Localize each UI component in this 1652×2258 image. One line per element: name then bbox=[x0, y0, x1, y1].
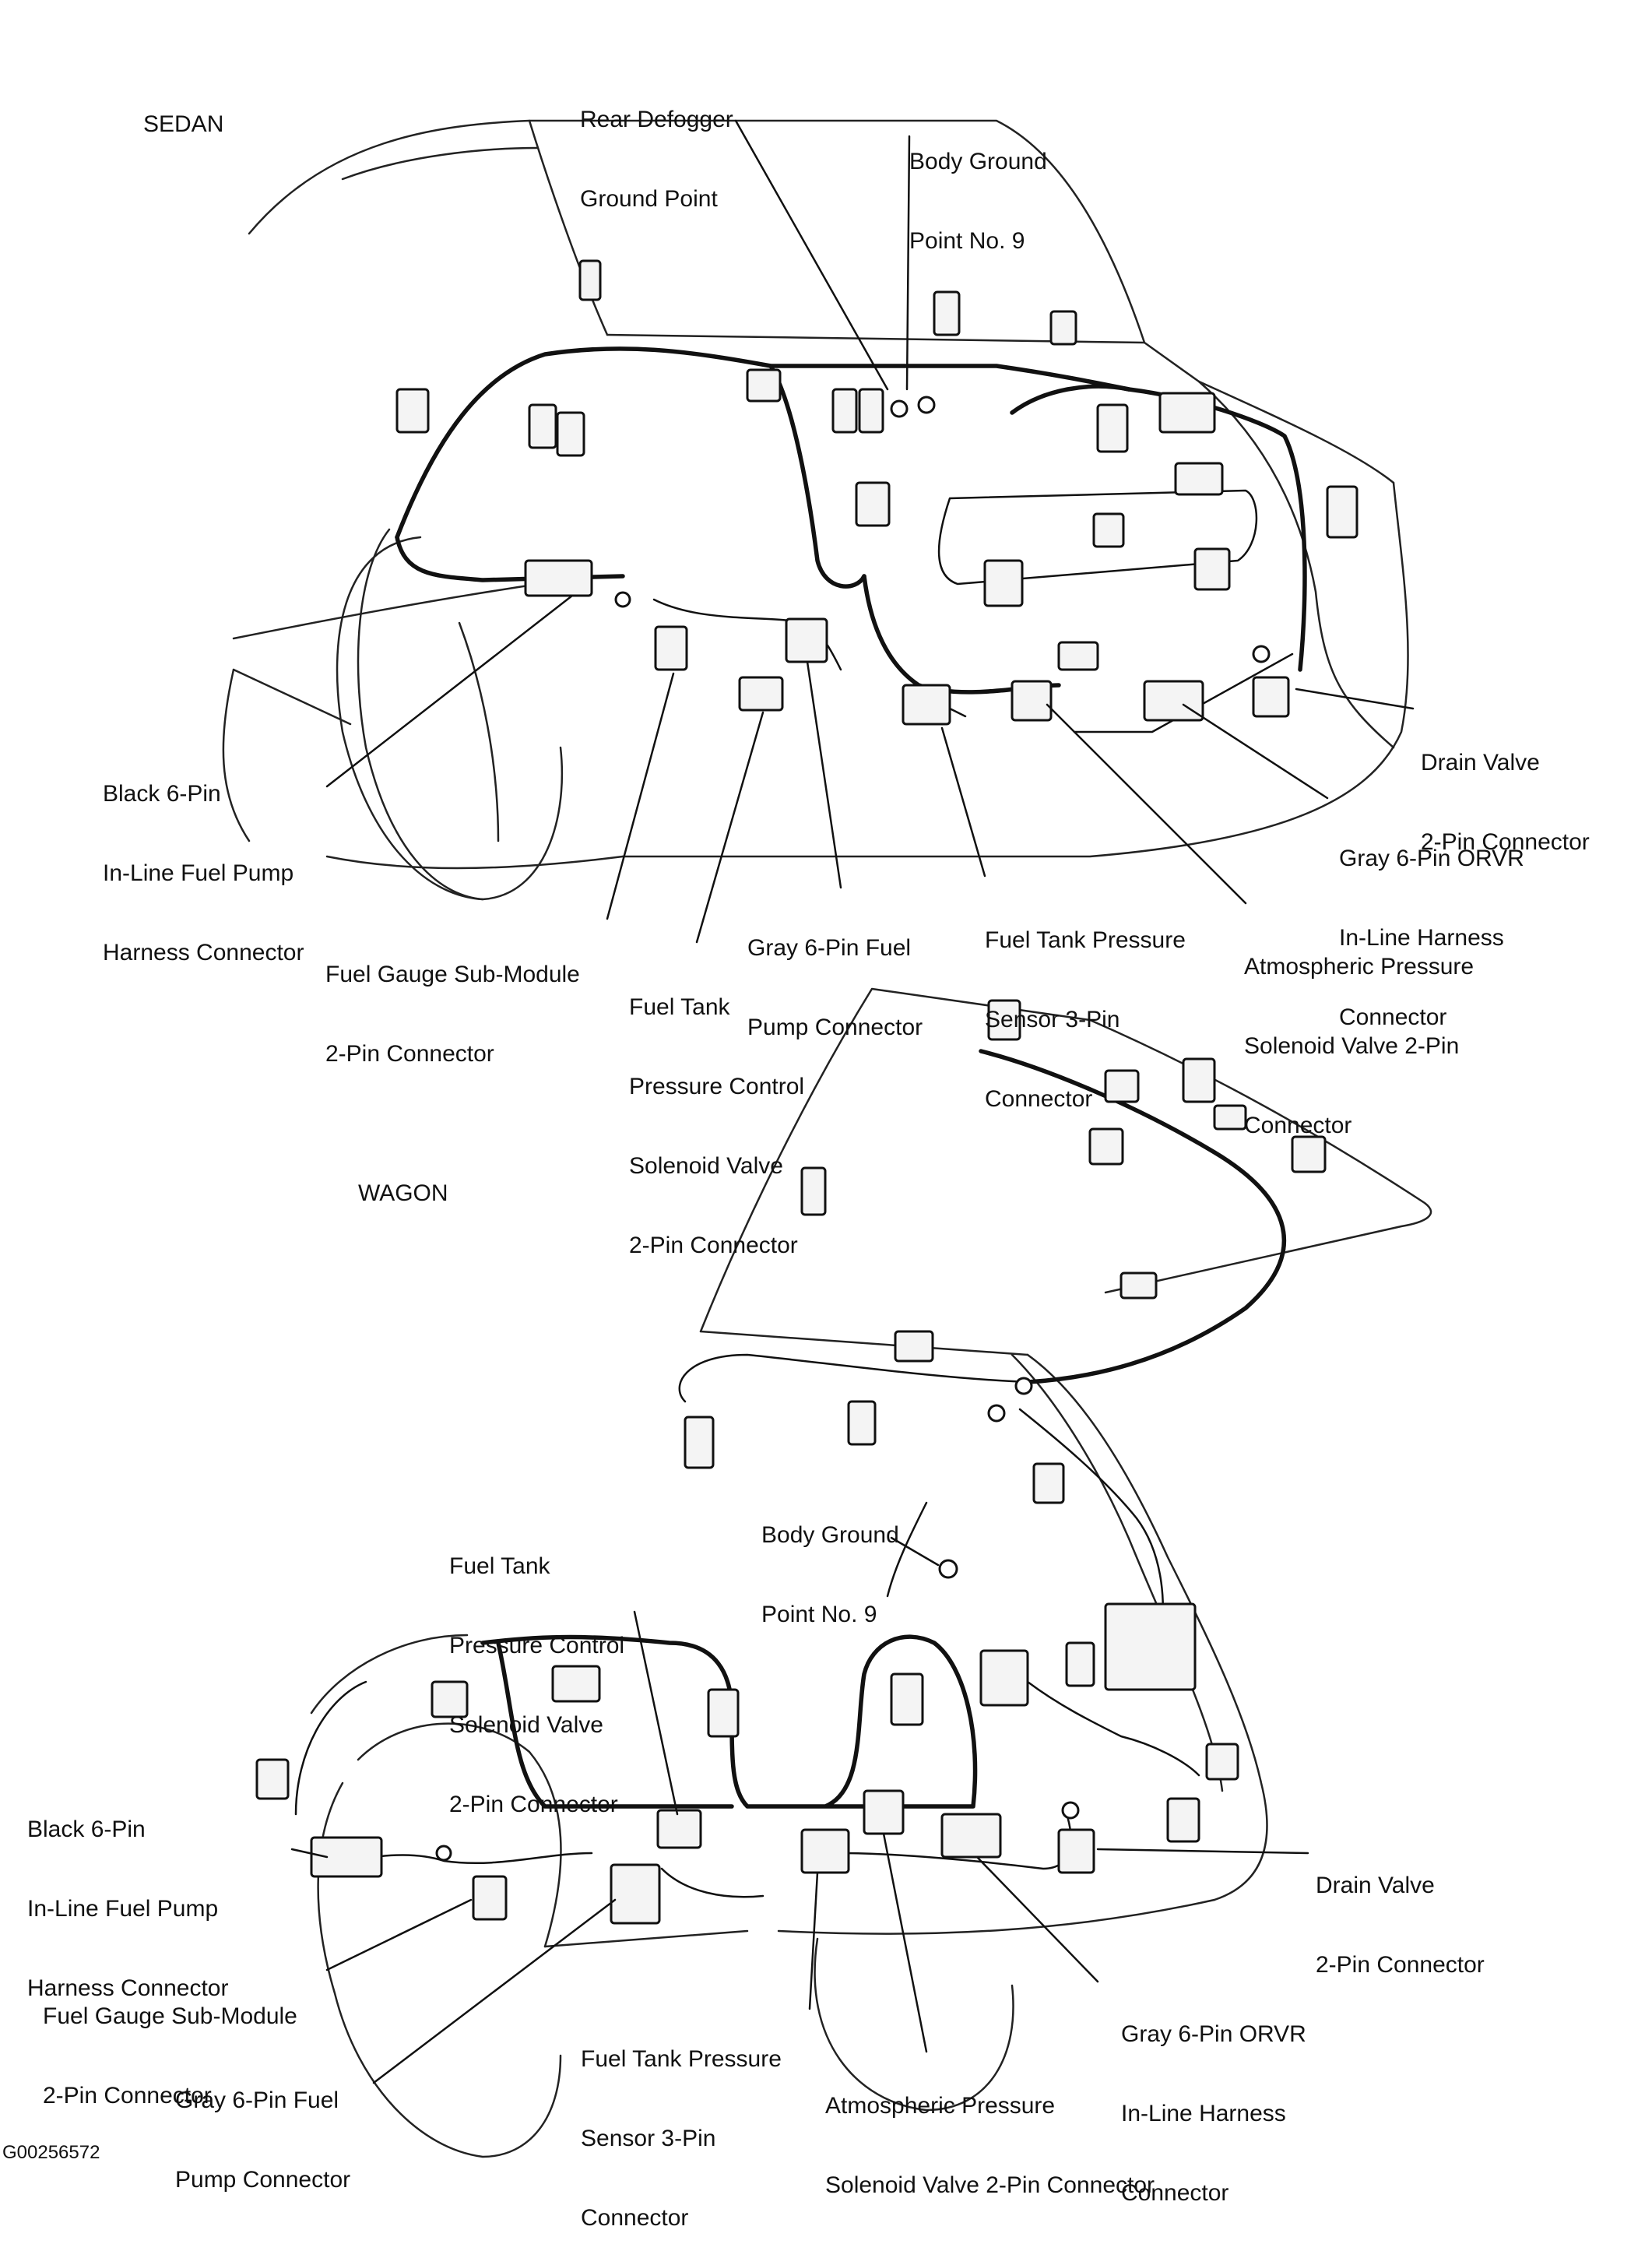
sedan-label-rear-defogger: Rear Defogger Ground Point bbox=[580, 107, 733, 212]
wagon-connector-block bbox=[1104, 1602, 1197, 1691]
wagon-title: WAGON bbox=[358, 1180, 448, 1206]
sedan-connector bbox=[1174, 462, 1224, 496]
wagon-connector bbox=[894, 1330, 934, 1363]
sedan-label-drain-valve: Drain Valve 2-Pin Connector bbox=[1421, 750, 1590, 855]
wagon-grommet bbox=[987, 1404, 1006, 1423]
wagon-fuel-gauge-connector bbox=[472, 1875, 508, 1921]
sedan-connector bbox=[983, 559, 1024, 607]
wagon-fuel-tank-control-connector bbox=[656, 1809, 702, 1849]
sedan-ground-ring bbox=[890, 399, 909, 418]
sedan-vehicle-outline bbox=[222, 119, 1409, 901]
wagon-connector bbox=[1182, 1057, 1216, 1103]
wagon-label-drain-valve: Drain Valve 2-Pin Connector bbox=[1316, 1873, 1485, 1978]
sedan-connector bbox=[395, 388, 430, 434]
sedan-label-gray-6pin-fuel: Gray 6-Pin Fuel Pump Connector bbox=[747, 935, 923, 1040]
sedan-connector bbox=[746, 368, 782, 403]
wagon-connector bbox=[1291, 1135, 1327, 1173]
sedan-black-6pin-connector bbox=[524, 559, 593, 597]
wagon-gray-6pin-fuel-connector bbox=[610, 1863, 661, 1925]
wagon-connector bbox=[1213, 1104, 1247, 1131]
wagon-connector bbox=[847, 1400, 877, 1446]
sedan-connector bbox=[1193, 547, 1231, 591]
sedan-title: SEDAN bbox=[143, 111, 224, 137]
wagon-label-fuel-gauge: Fuel Gauge Sub-Module 2-Pin Connector bbox=[43, 2003, 297, 2109]
wagon-label-gray-6pin-fuel: Gray 6-Pin Fuel Pump Connector bbox=[175, 2087, 351, 2193]
sedan-label-atmospheric: Atmospheric Pressure Solenoid Valve 2-Pi… bbox=[1244, 954, 1474, 1138]
sedan-connector bbox=[933, 290, 961, 336]
sedan-fuel-gauge-connector bbox=[654, 625, 688, 671]
sedan-connector bbox=[1096, 403, 1129, 453]
wagon-body-ground-ring bbox=[938, 1559, 958, 1579]
wagon-connector bbox=[987, 999, 1021, 1041]
sedan-connector bbox=[1049, 310, 1077, 346]
sedan-label-gray-orvr: Gray 6-Pin ORVR In-Line Harness Connecto… bbox=[1339, 846, 1524, 1030]
sedan-label-black-6pin: Black 6-Pin In-Line Fuel Pump Harness Co… bbox=[103, 781, 304, 965]
wagon-connectors bbox=[255, 999, 1327, 1925]
wagon-connector bbox=[684, 1416, 715, 1469]
wagon-connector bbox=[707, 1688, 740, 1738]
wagon-grommet bbox=[1014, 1377, 1033, 1395]
wagon-connector bbox=[1088, 1127, 1124, 1166]
sedan-connectors bbox=[395, 259, 1359, 726]
sedan-fuel-tank-control-connector bbox=[738, 676, 784, 712]
wagon-connector bbox=[979, 1649, 1029, 1707]
wagon-connector bbox=[1205, 1743, 1239, 1781]
sedan-connector bbox=[1092, 512, 1125, 548]
wagon-gray-orvr-connector bbox=[940, 1813, 1002, 1859]
sedan-label-fuel-gauge: Fuel Gauge Sub-Module 2-Pin Connector bbox=[325, 962, 580, 1067]
sedan-label-fuel-tank-sensor: Fuel Tank Pressure Sensor 3-Pin Connecto… bbox=[985, 927, 1186, 1112]
sedan-connector bbox=[528, 403, 557, 449]
sedan-connector bbox=[858, 388, 884, 434]
sedan-label-body-ground: Body Ground Point No. 9 bbox=[909, 149, 1047, 254]
sedan-fuel-tank-sensor-connector bbox=[902, 684, 951, 726]
wagon-grommet bbox=[1061, 1801, 1080, 1820]
figure-id: G00256572 bbox=[2, 2142, 100, 2163]
wagon-connector bbox=[1032, 1462, 1065, 1504]
sedan-connector bbox=[855, 481, 891, 527]
wagon-connector bbox=[1065, 1641, 1095, 1687]
sedan-connector bbox=[1158, 392, 1216, 434]
wagon-connector bbox=[1119, 1271, 1158, 1300]
wagon-connector bbox=[1104, 1069, 1140, 1103]
sedan-atmospheric-connector bbox=[1011, 680, 1053, 722]
wagon-leader-lines bbox=[290, 1536, 1309, 2084]
wagon-drain-valve-connector bbox=[1057, 1828, 1095, 1874]
wagon-fuel-tank-sensor-connector bbox=[800, 1828, 850, 1874]
wagon-connector bbox=[1166, 1797, 1200, 1843]
wagon-connector bbox=[255, 1758, 290, 1800]
sedan-label-fuel-tank-control: Fuel Tank Pressure Control Solenoid Valv… bbox=[629, 994, 805, 1258]
wagon-grommet bbox=[435, 1845, 452, 1862]
wagon-connector bbox=[551, 1665, 601, 1703]
wagon-black-6pin-connector bbox=[310, 1836, 383, 1878]
sedan-gray-6pin-fuel-connector bbox=[785, 617, 828, 663]
sedan-grommet bbox=[614, 591, 631, 608]
sedan-drain-valve-connector bbox=[1252, 676, 1290, 718]
sedan-connector bbox=[556, 411, 585, 457]
sedan-connector bbox=[1057, 641, 1099, 671]
sedan-ground-ring bbox=[917, 396, 936, 414]
sedan-leader-lines bbox=[325, 119, 1415, 944]
wagon-label-body-ground: Body Ground Point No. 9 bbox=[761, 1522, 899, 1627]
wagon-label-fuel-tank-control: Fuel Tank Pressure Control Solenoid Valv… bbox=[449, 1553, 625, 1817]
sedan-grommet bbox=[1252, 645, 1271, 663]
sedan-gray-orvr-connector bbox=[1143, 680, 1204, 722]
wagon-label-atmospheric: Atmospheric Pressure Solenoid Valve 2-Pi… bbox=[825, 2093, 1155, 2198]
wagon-connector bbox=[431, 1680, 469, 1718]
wagon-label-fuel-tank-sensor: Fuel Tank Pressure Sensor 3-Pin Connecto… bbox=[581, 2046, 782, 2231]
wagon-connector bbox=[800, 1166, 827, 1216]
sedan-connector bbox=[831, 388, 858, 434]
wagon-connector bbox=[890, 1672, 924, 1726]
wiring-diagram bbox=[222, 119, 1432, 2158]
wagon-atmospheric-connector bbox=[863, 1789, 905, 1835]
wagon-label-black-6pin: Black 6-Pin In-Line Fuel Pump Harness Co… bbox=[27, 1817, 229, 2001]
sedan-connector bbox=[578, 259, 602, 301]
sedan-connector bbox=[1326, 485, 1359, 539]
